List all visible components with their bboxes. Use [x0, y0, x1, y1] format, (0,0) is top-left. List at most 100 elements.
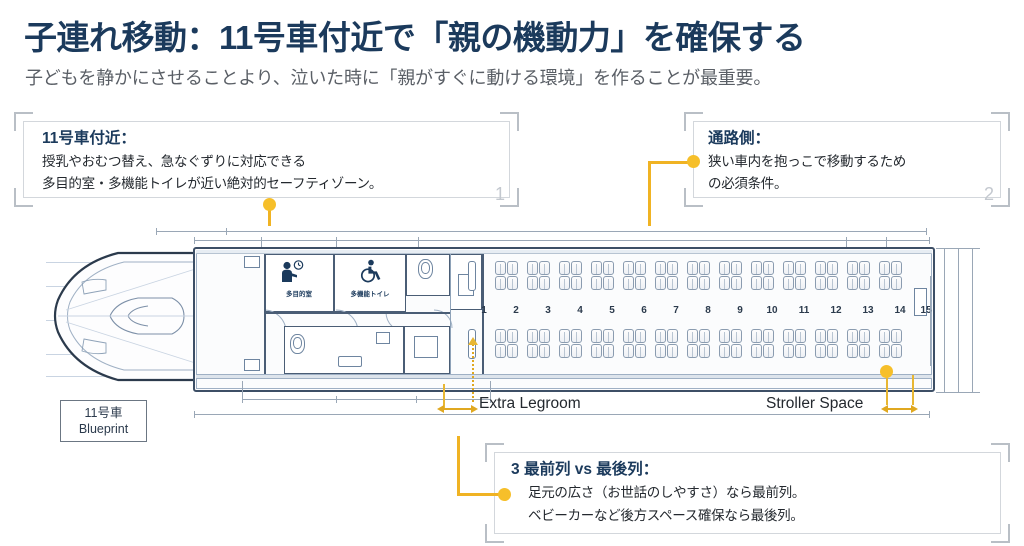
seat — [507, 329, 518, 343]
dimension-extension — [846, 240, 847, 250]
dimension-tick — [336, 396, 337, 403]
seat — [763, 344, 774, 358]
seat — [539, 329, 550, 343]
page-subtitle: 子どもを静かにさせることより、泣いた時に「親がすぐに動ける環境」を作ることが最重… — [25, 68, 772, 88]
entry-door — [244, 256, 260, 268]
legroom-dotted-guide — [472, 340, 474, 402]
corner-bracket-icon — [991, 188, 1010, 207]
seat — [667, 261, 678, 275]
wheelchair-icon — [358, 259, 382, 288]
legroom-arrow-head-left — [437, 404, 444, 413]
seat — [859, 329, 870, 343]
row-number-end: 15 — [920, 305, 932, 316]
seat — [495, 276, 506, 290]
callout-1-heading: 11号車付近： — [42, 130, 136, 147]
seat — [687, 261, 698, 275]
seat — [699, 344, 710, 358]
callout-3-line-2: ベビーカーなど後方スペース確保なら最後列。 — [528, 508, 804, 523]
seat — [859, 344, 870, 358]
side-seat — [468, 261, 476, 291]
row-number: 1 — [481, 305, 487, 316]
callout-3-inner-border — [494, 452, 1001, 534]
dimension-line-vertical — [958, 248, 959, 392]
seat — [655, 276, 666, 290]
seat — [603, 276, 614, 290]
seat — [495, 261, 506, 275]
seat — [571, 276, 582, 290]
callout-2-inner-border — [693, 121, 1001, 198]
page-title: 子連れ移動：11号車付近で「親の機動力」を確保する — [24, 19, 806, 56]
seat — [667, 276, 678, 290]
seat — [731, 261, 742, 275]
seat — [559, 261, 570, 275]
callout-1-line-1: 授乳やおむつ替え、急なぐずりに対応できる — [42, 154, 306, 169]
seat — [667, 329, 678, 343]
seat — [603, 344, 614, 358]
person-with-clock-icon — [278, 260, 306, 289]
seat — [591, 329, 602, 343]
seat — [763, 261, 774, 275]
seat — [687, 329, 698, 343]
seat — [635, 329, 646, 343]
dimension-tick-h — [936, 392, 980, 393]
seat — [571, 329, 582, 343]
legroom-up-arrow-icon — [468, 337, 478, 345]
seat — [827, 329, 838, 343]
connector-dot-3-end — [498, 488, 511, 501]
callout-3-number: 3 — [511, 461, 520, 478]
stroller-guide-right — [912, 375, 914, 405]
seat — [827, 261, 838, 275]
dimension-tick — [226, 228, 227, 235]
corner-bracket-icon — [485, 443, 504, 462]
corner-bracket-icon — [500, 112, 519, 131]
tag-line-1: 11号車 — [84, 406, 123, 420]
seat — [527, 344, 538, 358]
seat — [763, 329, 774, 343]
dimension-extension — [886, 240, 887, 250]
seat — [699, 276, 710, 290]
dimension-tick — [194, 411, 195, 418]
dimension-extension — [336, 240, 337, 250]
row-number: 11 — [798, 305, 810, 316]
callout-box-2: 通路側： 狭い車内を抱っこで移動するため の必須条件。 2 — [684, 112, 1010, 207]
callout-2-heading: 通路側： — [708, 130, 771, 147]
dimension-extension — [490, 381, 491, 399]
seat — [783, 329, 794, 343]
car-bottom-wall-band — [196, 374, 932, 379]
dimension-line — [242, 399, 490, 400]
seat — [879, 344, 890, 358]
row-number: 14 — [894, 305, 906, 316]
seat — [603, 329, 614, 343]
row-number: 10 — [766, 305, 778, 316]
dimension-tick — [416, 396, 417, 403]
seat — [815, 329, 826, 343]
corner-bracket-icon — [991, 524, 1010, 543]
seat — [891, 329, 902, 343]
blueprint-tag-box: 11号車 Blueprint — [60, 400, 147, 442]
row-number: 3 — [545, 305, 551, 316]
seat — [635, 276, 646, 290]
seat — [879, 276, 890, 290]
seat — [687, 276, 698, 290]
train-car-blueprint: 多目的室 多機能トイレ — [46, 226, 984, 436]
legroom-arrow-line — [444, 408, 472, 410]
corner-bracket-icon — [991, 443, 1010, 462]
dimension-tick — [194, 237, 195, 244]
seat — [559, 329, 570, 343]
toilet-bowl — [293, 337, 302, 349]
seat — [527, 329, 538, 343]
washbasin-fixture — [376, 332, 390, 344]
corner-bracket-icon — [991, 112, 1010, 131]
dimension-tick-h — [936, 248, 980, 249]
seat — [751, 344, 762, 358]
seat — [859, 261, 870, 275]
row-number: 4 — [577, 305, 583, 316]
seat — [879, 261, 890, 275]
seat — [847, 329, 858, 343]
partition-wall — [482, 254, 484, 374]
seat — [539, 344, 550, 358]
seat — [623, 276, 634, 290]
seat — [635, 344, 646, 358]
partition-wall-thin — [450, 254, 451, 374]
dimension-line — [194, 414, 929, 415]
